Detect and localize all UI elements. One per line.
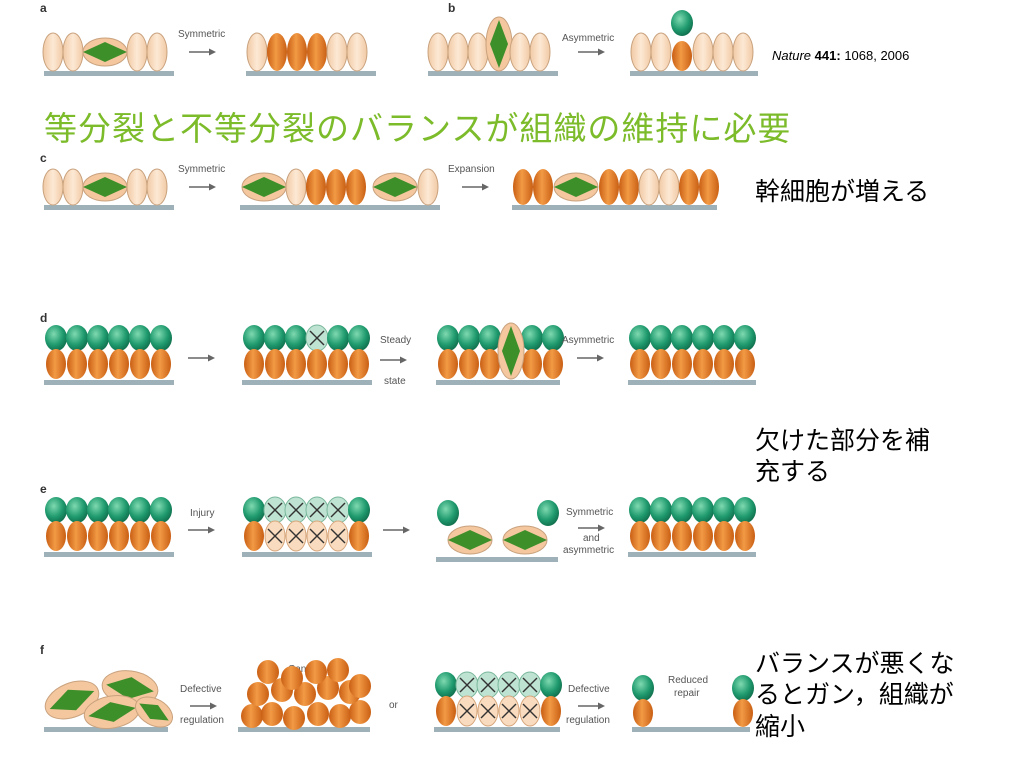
panel-c-arrow2 bbox=[461, 182, 490, 192]
panel-f-cells-damaged bbox=[434, 671, 562, 732]
panel-b-arrow-label: Asymmetric bbox=[562, 33, 614, 44]
citation-journal: Nature bbox=[772, 48, 812, 63]
panel-f-cancer-clump bbox=[238, 658, 371, 732]
note-cancer-line-1: バランスが悪くな bbox=[755, 649, 955, 678]
panel-a-arrow-label: Symmetric bbox=[178, 29, 225, 40]
panel-e-arrow3 bbox=[577, 523, 606, 533]
panel-f-arrow1 bbox=[189, 701, 218, 711]
panel-d-cells-1 bbox=[44, 325, 174, 385]
panel-f-tumor-spindles bbox=[44, 670, 173, 732]
panel-d-arrow2 bbox=[379, 355, 408, 365]
panel-f-arrow1-label-1: Defective bbox=[180, 684, 222, 695]
panel-e-cells-3 bbox=[436, 500, 559, 562]
panel-d-arrow2-label-1: Steady bbox=[380, 335, 411, 346]
note-expansion: 幹細胞が増える bbox=[755, 177, 930, 206]
panel-d-arrow1 bbox=[187, 353, 216, 363]
panel-e-cells-4 bbox=[628, 497, 756, 557]
panel-c-arrow1-label: Symmetric bbox=[178, 164, 225, 175]
panel-b-arrow bbox=[577, 47, 606, 57]
panel-letter-a: a bbox=[40, 1, 47, 15]
panel-e-arrow2 bbox=[382, 525, 411, 535]
panel-f-arrow2-label-2: regulation bbox=[566, 715, 610, 726]
panel-e-arrow1 bbox=[187, 525, 216, 535]
panel-f-or: or bbox=[389, 700, 399, 711]
panel-c-arrow2-label: Expansion bbox=[448, 164, 495, 175]
panel-e-arrow3-label-2: and bbox=[583, 533, 600, 544]
panel-c-arrow1 bbox=[188, 182, 217, 192]
panel-d-cells-4 bbox=[628, 325, 756, 385]
panel-c-cells-3 bbox=[512, 168, 719, 210]
panel-d-arrow2-label-2: state bbox=[384, 376, 406, 387]
note-cancer-line-2: るとガン，組織が bbox=[755, 680, 954, 710]
panel-f-cells-reduced bbox=[632, 675, 754, 732]
panel-e-arrow1-label: Injury bbox=[190, 508, 214, 519]
panel-b-cells-before bbox=[427, 16, 558, 76]
slide-title: 等分裂と不等分裂のバランスが組織の維持に必要 bbox=[44, 109, 792, 148]
panel-letter-f: f bbox=[40, 643, 45, 657]
note-repair: 欠けた部分を補 充する bbox=[755, 425, 930, 488]
note-repair-line-1: 欠けた部分を補 bbox=[755, 426, 931, 455]
panel-f-arrow2 bbox=[577, 701, 606, 711]
panel-f-arrow1-label-2: regulation bbox=[180, 715, 224, 726]
panel-letter-e: e bbox=[40, 482, 47, 496]
panel-d-arrow3-label: Asymmetric bbox=[562, 335, 614, 346]
panel-letter-b: b bbox=[448, 1, 455, 15]
panel-a-cells-after bbox=[246, 32, 376, 76]
panel-a-cells-before bbox=[42, 32, 174, 76]
citation-pages: 1068, 2006 bbox=[844, 48, 910, 63]
panel-f-arrow2-label-1: Defective bbox=[568, 684, 610, 695]
panel-b-cells-after bbox=[630, 10, 758, 76]
panel-f-reduced-label-1: Reduced bbox=[668, 675, 708, 686]
panel-a-arrow bbox=[188, 47, 217, 57]
panel-e-cells-1 bbox=[44, 497, 174, 557]
panel-f-cancer-label: Cancer bbox=[288, 664, 321, 675]
note-cancer: バランスが悪くな るとガン，組織が 縮小 bbox=[755, 648, 955, 742]
panel-c-cells-1 bbox=[42, 168, 174, 210]
panel-d-cells-3 bbox=[436, 322, 564, 385]
panel-d-arrow3 bbox=[576, 353, 605, 363]
note-cancer-line-3: 縮小 bbox=[755, 711, 806, 741]
panel-letter-c: c bbox=[40, 151, 47, 165]
panel-c-cells-2 bbox=[240, 168, 440, 210]
panel-e-arrow3-label-1: Symmetric bbox=[566, 507, 613, 518]
panel-e-cells-2 bbox=[242, 496, 372, 557]
panel-e-arrow3-label-3: asymmetric bbox=[563, 545, 614, 556]
panel-letter-d: d bbox=[40, 311, 47, 325]
note-repair-line-2: 充する bbox=[755, 457, 831, 487]
citation-volume: 441: bbox=[814, 48, 841, 63]
panel-f-reduced-label-2: repair bbox=[674, 688, 700, 699]
citation: Nature 441: 1068, 2006 bbox=[772, 48, 909, 63]
panel-d-cells-2 bbox=[242, 324, 372, 385]
